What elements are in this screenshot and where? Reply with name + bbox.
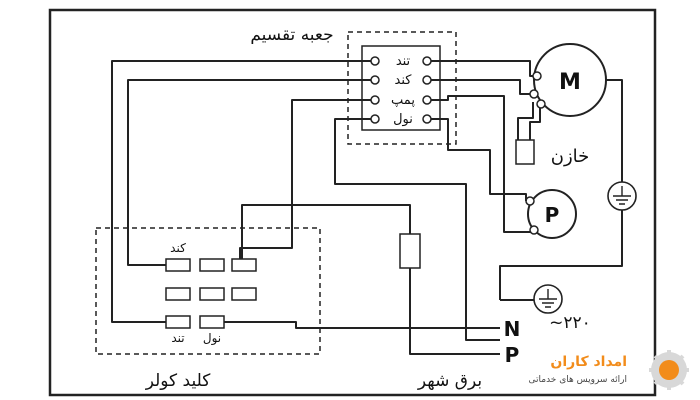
logo-brand: امداد کاران bbox=[550, 354, 627, 370]
jb-label-neutral: نول bbox=[393, 112, 413, 127]
wire-motor-common bbox=[431, 99, 508, 195]
switch-label-fast: تند bbox=[171, 331, 184, 345]
switch-label-neutral: نول bbox=[203, 331, 221, 346]
pump-label: P bbox=[545, 203, 560, 227]
wire-motor-slow bbox=[431, 79, 534, 95]
wire-capacitor-2 bbox=[529, 104, 541, 140]
junction-box bbox=[347, 31, 457, 145]
pump-symbol bbox=[527, 189, 577, 239]
junction-box-title: جعبه تقسیم bbox=[250, 25, 333, 45]
wire-pump bbox=[239, 99, 371, 265]
wire-capacitor bbox=[431, 102, 534, 140]
brand-logo: امداد کاران ارائه سرویس های خدماتی bbox=[529, 350, 689, 390]
jb-label-fast: تند bbox=[396, 54, 411, 69]
switch-terminals bbox=[165, 258, 257, 329]
wire-fast bbox=[111, 60, 371, 323]
cooler-switch-box bbox=[95, 227, 321, 355]
voltage-label: ~۲۲۰ bbox=[549, 313, 591, 333]
cooler-switch-title: کلید کولر bbox=[145, 371, 212, 391]
phase-line-label: P bbox=[505, 343, 520, 367]
wire-slow bbox=[127, 79, 371, 266]
switch-label-slow: کند bbox=[170, 241, 186, 255]
wire-earth-link bbox=[499, 210, 623, 300]
outer-frame bbox=[48, 8, 657, 397]
jb-label-pump: پمپ bbox=[391, 93, 415, 108]
wire-motor-fast bbox=[431, 60, 537, 77]
city-power-label: برق شهر bbox=[417, 371, 482, 391]
capacitor-label: خازن bbox=[551, 146, 590, 167]
jb-label-slow: کند bbox=[395, 73, 413, 88]
wire-switch-neutral bbox=[218, 321, 500, 329]
wire-pump-motor bbox=[431, 95, 534, 233]
wire-neutral-jb bbox=[334, 118, 500, 341]
capacitor-symbol bbox=[515, 139, 535, 165]
fuse-symbol bbox=[399, 233, 421, 269]
motor-label: M bbox=[559, 70, 581, 95]
wire-motor-earth bbox=[605, 79, 623, 182]
wire-phase bbox=[241, 204, 500, 355]
neutral-line-label: N bbox=[504, 317, 521, 341]
logo-tagline: ارائه سرویس های خدماتی bbox=[529, 375, 627, 385]
